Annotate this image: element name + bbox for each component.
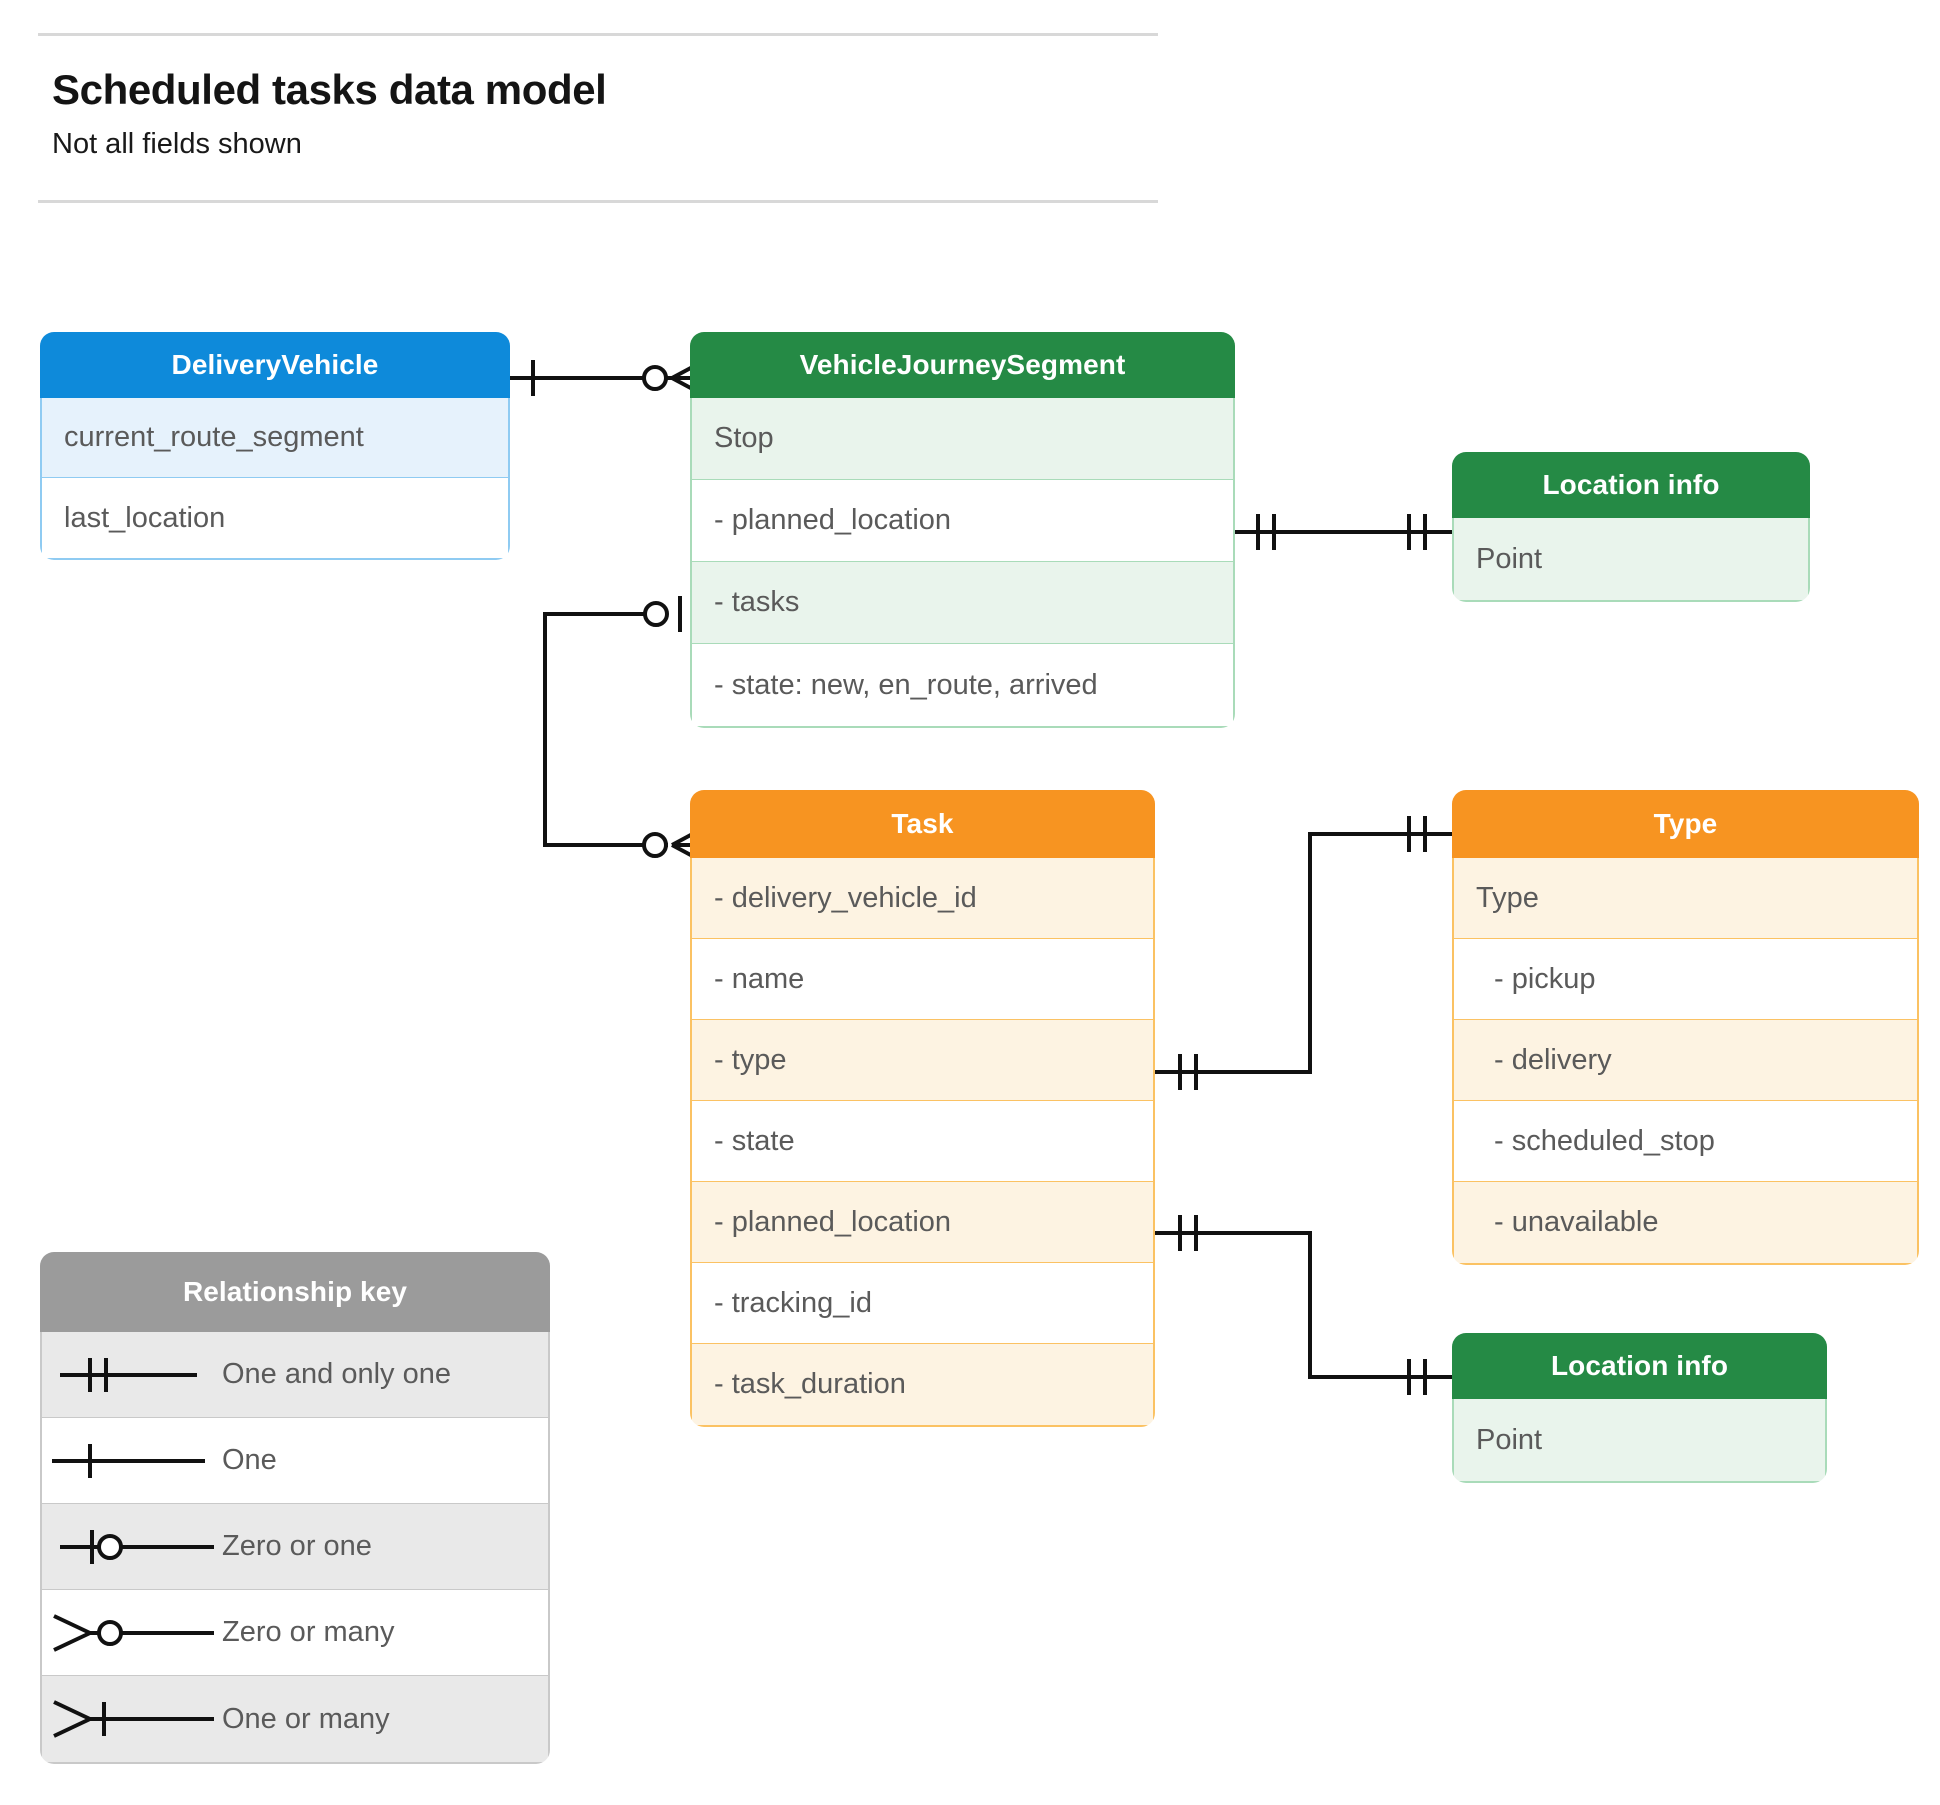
field-row: Point [1454, 518, 1808, 600]
field-row: - task_duration [692, 1344, 1153, 1425]
symbol-one-or-many-icon [42, 1676, 222, 1762]
entity-location-info-top-fields: Point [1452, 518, 1810, 602]
legend-item-one: One [42, 1418, 548, 1504]
field-row: - tracking_id [692, 1263, 1153, 1344]
entity-task-fields: - delivery_vehicle_id - name - type - st… [690, 858, 1155, 1427]
field-row: - state: new, en_route, arrived [692, 644, 1233, 726]
entity-vehicle-journey-segment-title: VehicleJourneySegment [690, 332, 1235, 398]
legend-item-one-and-only-one: One and only one [42, 1332, 548, 1418]
field-row: - delivery [1454, 1020, 1917, 1101]
legend-item-label: One [222, 1444, 277, 1476]
legend-relationship-key: Relationship key One and only one [40, 1252, 550, 1764]
header-divider-top [38, 33, 1158, 36]
field-row: - pickup [1454, 939, 1917, 1020]
entity-location-info-bottom-title: Location info [1452, 1333, 1827, 1399]
field-row: - state [692, 1101, 1153, 1182]
legend-item-label: One or many [222, 1702, 390, 1735]
entity-location-info-top-title: Location info [1452, 452, 1810, 518]
legend-item-label: Zero or one [222, 1530, 372, 1562]
field-row: - tasks [692, 562, 1233, 644]
entity-delivery-vehicle[interactable]: DeliveryVehicle current_route_segment la… [40, 332, 510, 560]
field-row: - scheduled_stop [1454, 1101, 1917, 1182]
symbol-one-and-only-one-icon [42, 1332, 222, 1417]
symbol-zero-or-many-icon [42, 1590, 222, 1675]
entity-task-title: Task [690, 790, 1155, 858]
symbol-one-icon [42, 1418, 222, 1503]
field-row: - planned_location [692, 480, 1233, 562]
entity-delivery-vehicle-fields: current_route_segment last_location [40, 398, 510, 560]
header-divider-bottom [38, 200, 1158, 203]
entity-vehicle-journey-segment-fields: Stop - planned_location - tasks - state:… [690, 398, 1235, 728]
legend-title: Relationship key [40, 1252, 550, 1332]
legend-item-zero-or-one: Zero or one [42, 1504, 548, 1590]
legend-items: One and only one One [40, 1332, 550, 1764]
entity-type[interactable]: Type Type - pickup - delivery - schedule… [1452, 790, 1919, 1265]
entity-location-info-bottom-fields: Point [1452, 1399, 1827, 1483]
entity-task[interactable]: Task - delivery_vehicle_id - name - type… [690, 790, 1155, 1427]
legend-item-one-or-many: One or many [42, 1676, 548, 1762]
legend-item-label: Zero or many [222, 1616, 395, 1648]
entity-type-fields: Type - pickup - delivery - scheduled_sto… [1452, 858, 1919, 1265]
entity-location-info-top[interactable]: Location info Point [1452, 452, 1810, 602]
field-row: Point [1454, 1399, 1825, 1481]
field-row: Stop [692, 398, 1233, 480]
entity-location-info-bottom[interactable]: Location info Point [1452, 1333, 1827, 1483]
field-row: last_location [42, 478, 508, 558]
field-row: Type [1454, 858, 1917, 939]
entity-vehicle-journey-segment[interactable]: VehicleJourneySegment Stop - planned_loc… [690, 332, 1235, 728]
symbol-zero-or-one-icon [42, 1504, 222, 1589]
legend-item-zero-or-many: Zero or many [42, 1590, 548, 1676]
entity-delivery-vehicle-title: DeliveryVehicle [40, 332, 510, 398]
entity-type-title: Type [1452, 790, 1919, 858]
field-row: - delivery_vehicle_id [692, 858, 1153, 939]
page-title: Scheduled tasks data model [52, 66, 607, 113]
page-subtitle: Not all fields shown [52, 128, 302, 160]
field-row: - unavailable [1454, 1182, 1917, 1263]
field-row: - name [692, 939, 1153, 1020]
field-row: - type [692, 1020, 1153, 1101]
field-row: - planned_location [692, 1182, 1153, 1263]
field-row: current_route_segment [42, 398, 508, 478]
legend-item-label: One and only one [222, 1358, 451, 1390]
